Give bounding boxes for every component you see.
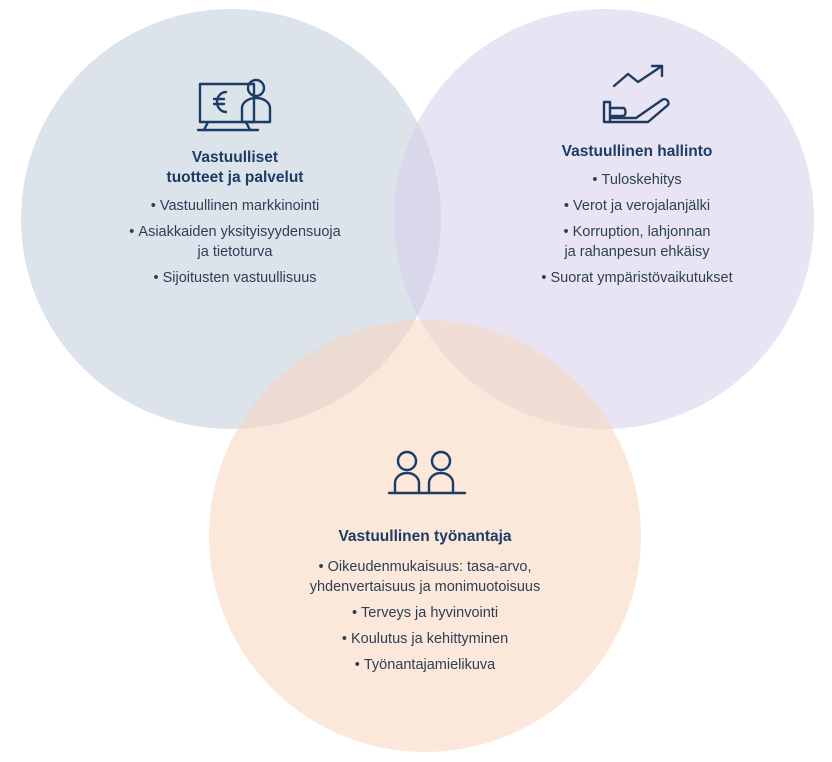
list-item: Oikeudenmukaisuus: tasa-arvo, yhdenverta… xyxy=(270,557,580,597)
list-item: Korruption, lahjonnan ja rahanpesun ehkä… xyxy=(492,222,782,262)
governance-list: Tuloskehitys Verot ja verojalanjälki Kor… xyxy=(492,170,782,288)
monitor-euro-person-icon xyxy=(196,78,272,132)
products-title-line-1: Vastuulliset xyxy=(191,149,279,166)
circle-products xyxy=(21,9,441,429)
list-item: Terveys ja hyvinvointi xyxy=(270,603,580,623)
circle-governance xyxy=(394,9,814,429)
two-people-icon xyxy=(387,450,467,495)
list-item: Työnantajamielikuva xyxy=(270,655,580,675)
list-item: Vastuullinen markkinointi xyxy=(90,196,380,216)
products-title-line-2: tuotteet ja palvelut xyxy=(166,169,304,186)
governance-title: Vastuullinen hallinto xyxy=(561,143,713,160)
section-governance: Vastuullinen hallinto Tuloskehitys Verot… xyxy=(492,58,782,294)
list-item: Asiakkaiden yksityisyydensuoja ja tietot… xyxy=(90,222,380,262)
section-employer: Vastuullinen työnantaja Oikeudenmukaisuu… xyxy=(270,447,580,681)
list-item: Sijoitusten vastuullisuus xyxy=(90,268,380,288)
list-item: Tuloskehitys xyxy=(492,170,782,190)
section-products: Vastuulliset tuotteet ja palvelut Vastuu… xyxy=(90,72,380,294)
hand-growth-arrow-icon xyxy=(602,64,670,124)
list-item: Suorat ympäristövaikutukset xyxy=(492,268,782,288)
products-list: Vastuullinen markkinointi Asiakkaiden yk… xyxy=(90,196,380,288)
list-item: Verot ja verojalanjälki xyxy=(492,196,782,216)
employer-title: Vastuullinen työnantaja xyxy=(338,528,512,545)
list-item: Koulutus ja kehittyminen xyxy=(270,629,580,649)
products-title: Vastuulliset tuotteet ja palvelut xyxy=(90,148,380,188)
employer-list: Oikeudenmukaisuus: tasa-arvo, yhdenverta… xyxy=(270,557,580,675)
